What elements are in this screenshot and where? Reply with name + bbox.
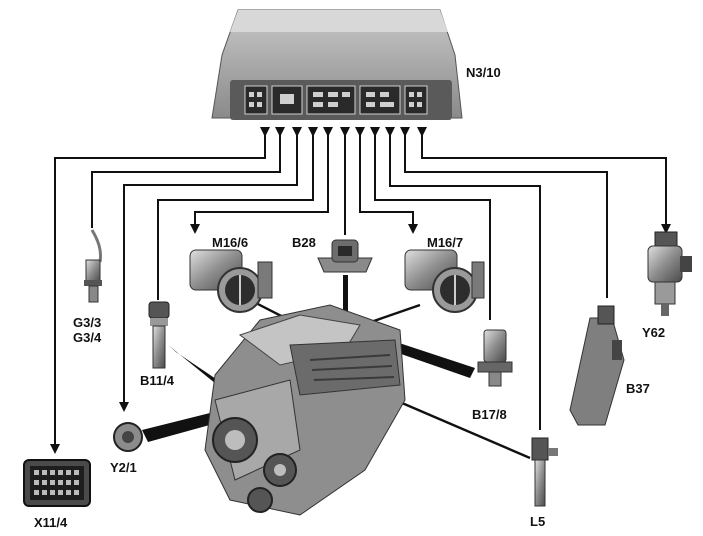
o2-sensor-label-1: G3/3 [73, 315, 102, 330]
throttle-body-left [189, 249, 273, 313]
oxygen-sensor [84, 229, 102, 303]
accelerator-pedal [569, 305, 625, 426]
engine-assembly [204, 304, 406, 516]
sensor-b11-4 [148, 301, 170, 369]
throttle-right-label: M16/7 [427, 235, 464, 250]
connector-label: X11/4 [34, 515, 68, 530]
fuel-injector [647, 231, 692, 316]
o2-sensor-label-2: G3/4 [73, 330, 102, 345]
injector-label: Y62 [642, 325, 666, 340]
sensor-b17-8-label: B17/8 [472, 407, 507, 422]
ecu-unit [211, 9, 463, 120]
ecu-label: N3/10 [466, 65, 501, 80]
pulley-y2-1 [113, 422, 143, 452]
pressure-sensor-label: B28 [292, 235, 316, 250]
pedal-sensor-label: B37 [626, 381, 650, 396]
sensor-b17-8 [477, 329, 513, 387]
throttle-left-label: M16/6 [212, 235, 249, 250]
fuel-pump-label: L5 [530, 514, 546, 529]
wire-harness [50, 127, 671, 454]
sensor-b11-4-label: B11/4 [140, 373, 174, 388]
pressure-sensor [317, 239, 373, 273]
throttle-body-right [404, 249, 485, 313]
pulley-label: Y2/1 [110, 460, 137, 475]
diagnostic-connector [23, 459, 91, 507]
sensor-l5 [531, 437, 558, 507]
